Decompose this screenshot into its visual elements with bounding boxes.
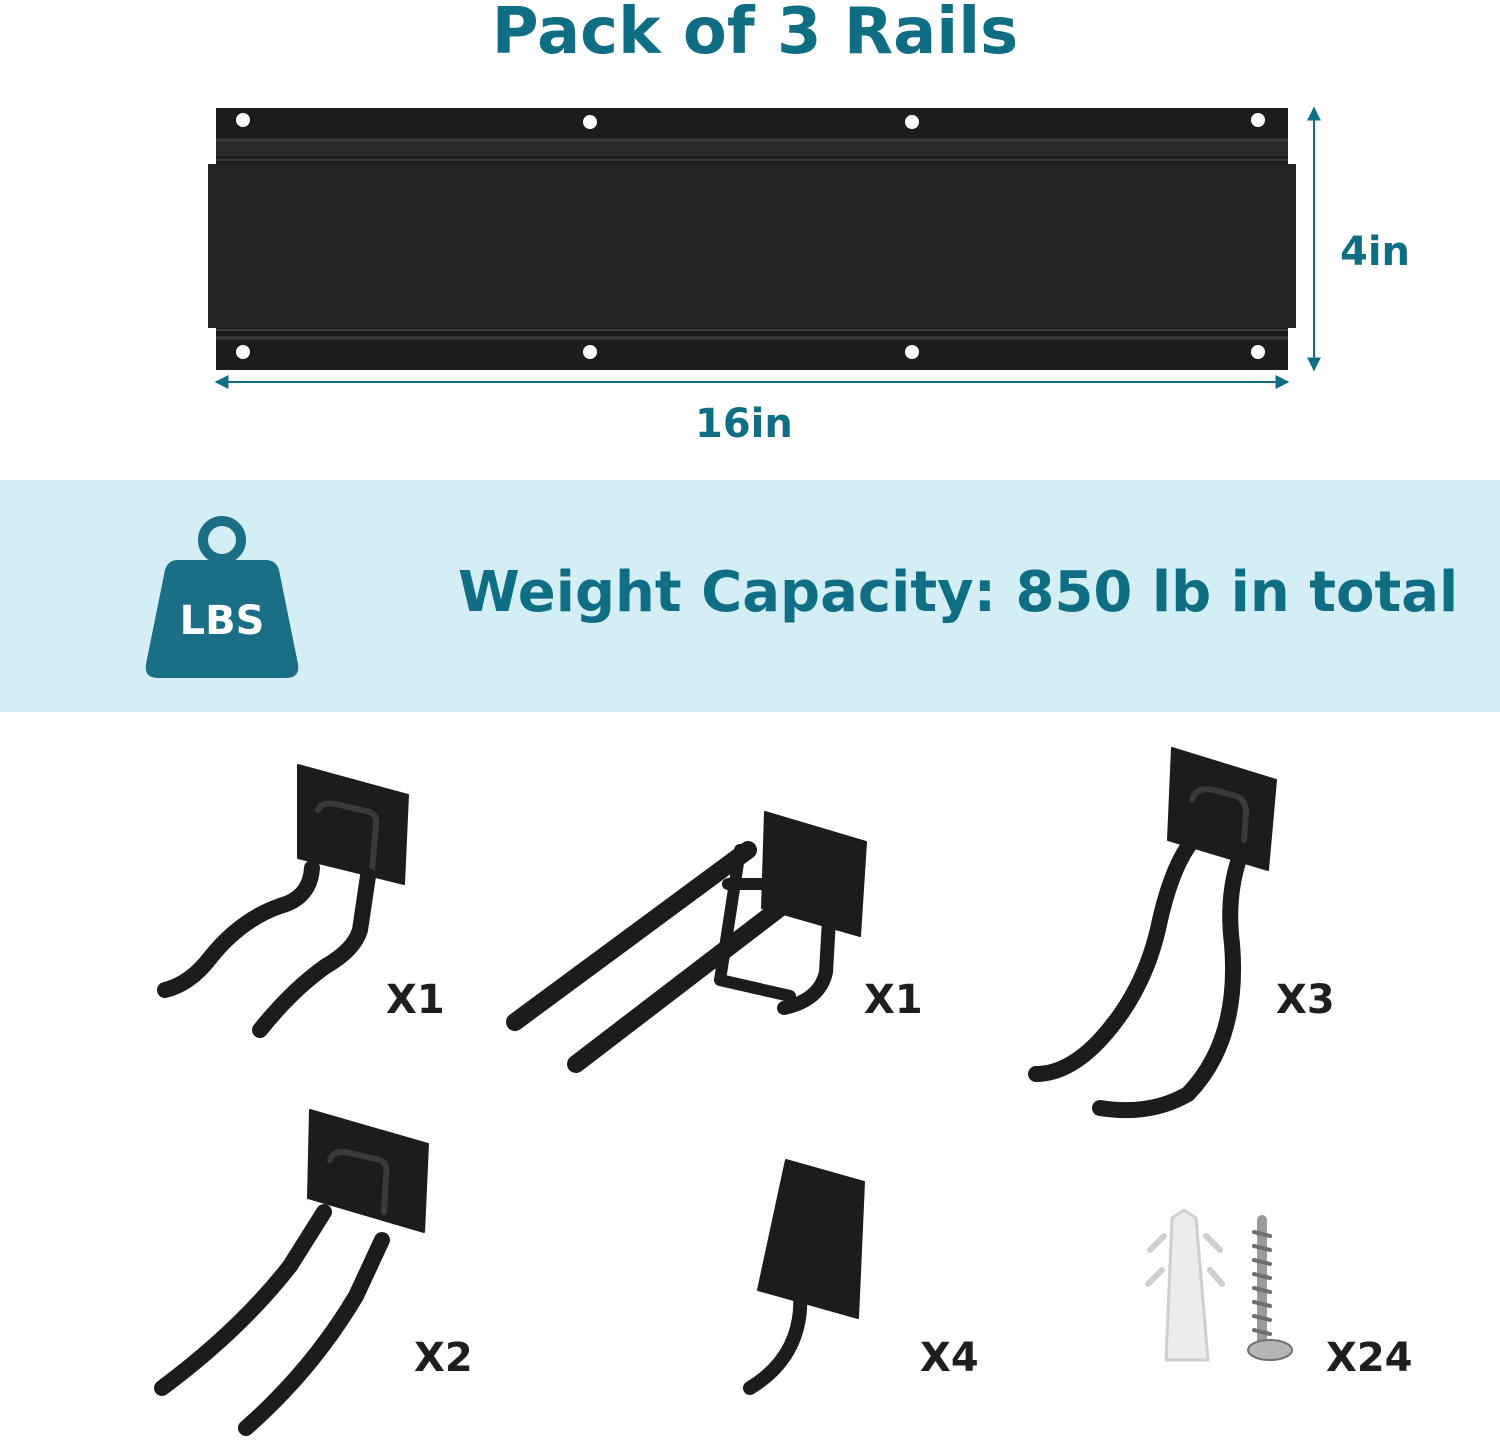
long-double-hook-quantity: X1 — [864, 977, 923, 1023]
utility-hook-image — [154, 1109, 429, 1436]
single-hook-quantity: X4 — [920, 1335, 979, 1381]
rail-screw-holes — [236, 113, 1265, 359]
rail-upper-channel — [216, 140, 1288, 156]
weight-capacity-text: Weight Capacity: 850 lb in total — [458, 560, 1459, 625]
double-hook-image — [157, 764, 409, 1038]
page-title: Pack of 3 Rails — [491, 0, 1019, 69]
rail-face — [208, 164, 1296, 328]
long-double-hook-image — [506, 811, 867, 1073]
rail-image — [208, 108, 1296, 370]
bike-hook-image — [1028, 747, 1277, 1119]
rail-height-label: 4in — [1340, 229, 1411, 275]
weight-icon-label: LBS — [180, 598, 265, 644]
screws-and-anchors-quantity: X24 — [1326, 1335, 1413, 1381]
utility-hook-quantity: X2 — [414, 1335, 473, 1381]
rail-width-label: 16in — [695, 401, 793, 447]
bike-hook-quantity: X3 — [1276, 977, 1335, 1023]
screws-and-anchors-image — [1145, 1208, 1293, 1362]
double-hook-quantity: X1 — [386, 977, 445, 1023]
weight-icon: LBS — [145, 516, 299, 678]
single-hook-image — [743, 1159, 865, 1395]
